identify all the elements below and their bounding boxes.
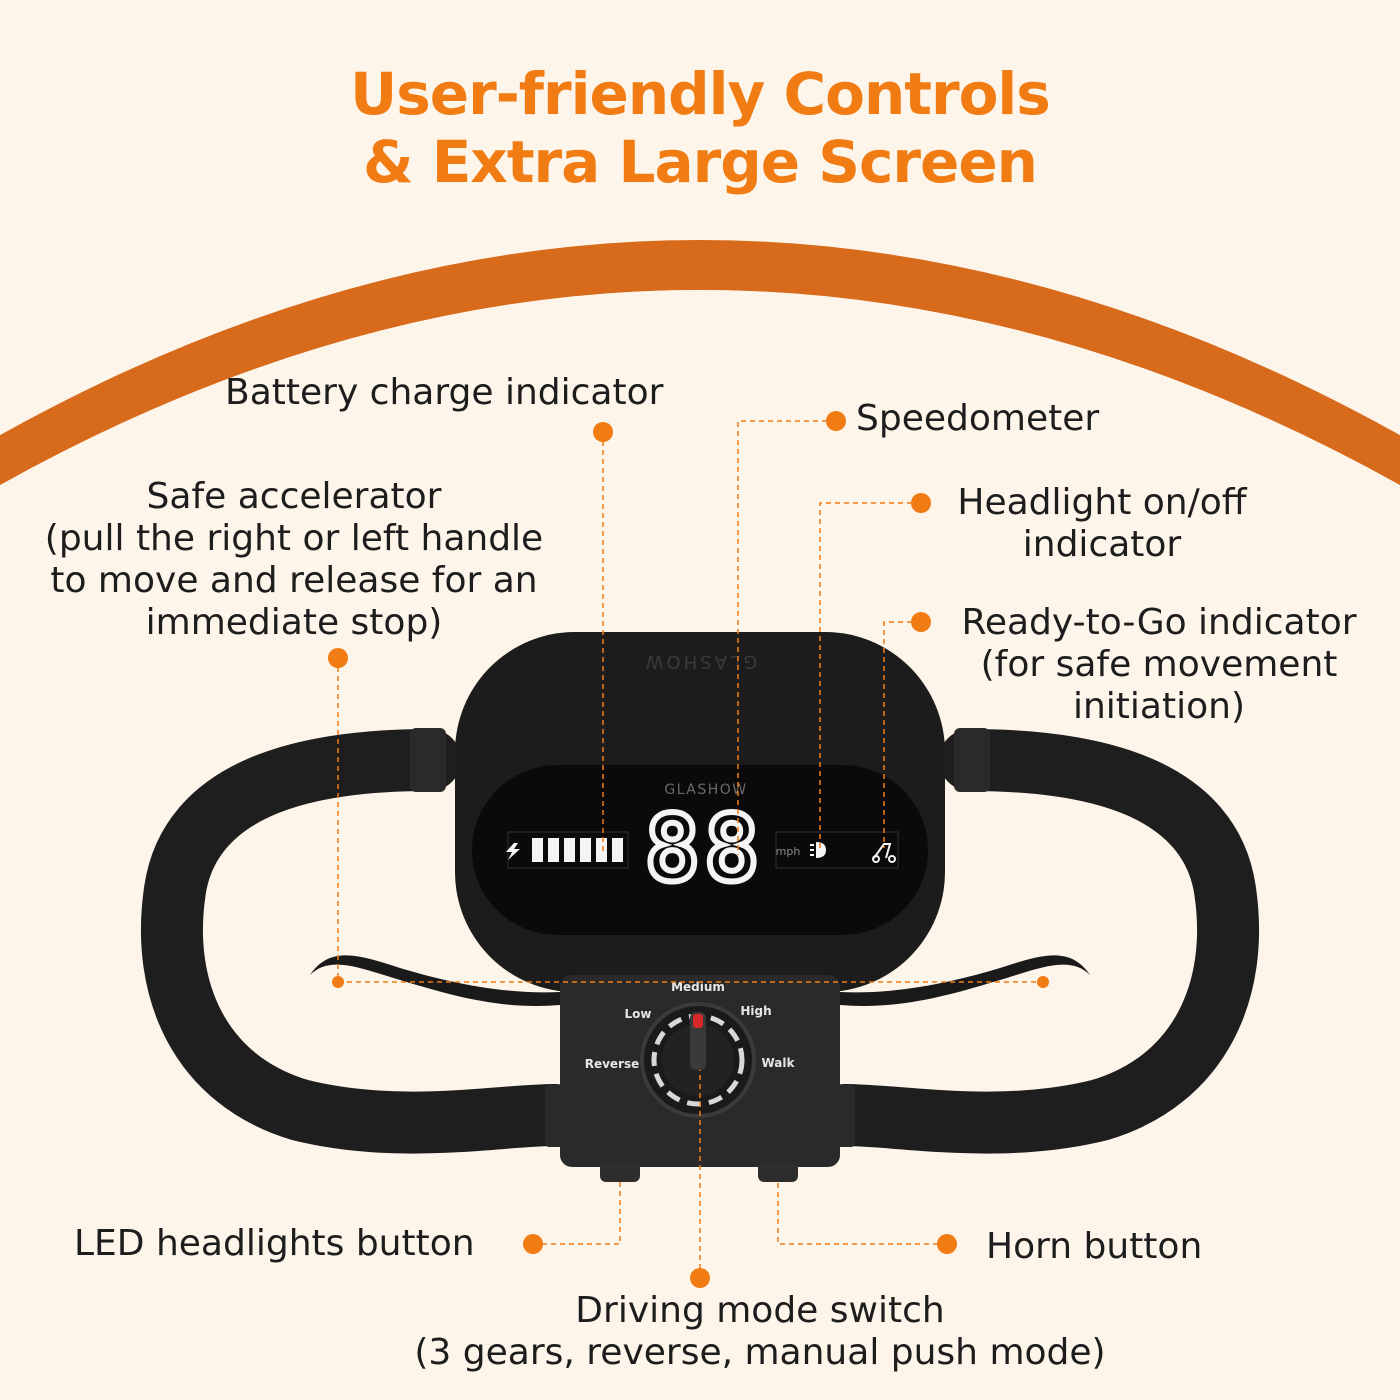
speed-unit: mph bbox=[776, 845, 801, 858]
battery-bar bbox=[596, 838, 607, 862]
callout-led-button-label: LED headlights button bbox=[74, 1223, 475, 1264]
brand-logo-screen: GLASHOW bbox=[664, 782, 747, 798]
battery-bar bbox=[548, 838, 559, 862]
callout-accelerator-line4: immediate stop) bbox=[145, 602, 443, 643]
headline-line-2: & Extra Large Screen bbox=[363, 128, 1038, 196]
callout-dots bbox=[328, 411, 1049, 1288]
dial-label-reverse: Reverse bbox=[585, 1057, 640, 1071]
battery-charge-indicator bbox=[506, 831, 629, 869]
driving-mode-dial[interactable] bbox=[640, 1002, 756, 1118]
callout-accelerator-line1: Safe accelerator bbox=[146, 476, 442, 517]
callout-speedometer-label: Speedometer bbox=[856, 398, 1100, 439]
headlight-indicator-icon bbox=[810, 842, 826, 858]
callout-headlight-line1: Headlight on/off bbox=[957, 482, 1247, 523]
speedometer-digits: 88 bbox=[645, 795, 764, 902]
callout-accelerator-label: Safe accelerator (pull the right or left… bbox=[18, 476, 570, 644]
charge-bolt-icon bbox=[506, 843, 520, 860]
brand-logo-top: GLASHOW bbox=[643, 651, 758, 672]
callout-ready-to-go-label: Ready-to-Go indicator (for safe movement… bbox=[938, 602, 1380, 728]
right-grip-collar bbox=[954, 728, 990, 792]
dial-label-walk: Walk bbox=[762, 1056, 796, 1070]
horn-button[interactable] bbox=[758, 1162, 798, 1182]
led-headlights-button[interactable] bbox=[600, 1162, 640, 1182]
callout-ready-line3: initiation) bbox=[1072, 686, 1245, 727]
callout-ready-line2: (for safe movement bbox=[980, 644, 1338, 685]
battery-bar bbox=[580, 838, 591, 862]
dial-label-high: High bbox=[740, 1004, 771, 1018]
decorative-arc bbox=[0, 240, 1400, 486]
dial-label-medium: Medium bbox=[671, 980, 725, 994]
callout-accelerator-line3: to move and release for an bbox=[50, 560, 538, 601]
left-grip-collar bbox=[410, 728, 446, 792]
dial-label-low: Low bbox=[625, 1007, 652, 1021]
callout-mode-line1: Driving mode switch bbox=[575, 1290, 945, 1331]
battery-bar bbox=[564, 838, 575, 862]
callout-mode-line2: (3 gears, reverse, manual push mode) bbox=[414, 1332, 1106, 1373]
callout-headlight-line2: indicator bbox=[1022, 524, 1182, 565]
battery-bar bbox=[532, 838, 543, 862]
lcd-screen bbox=[472, 765, 928, 935]
callout-horn-button-label: Horn button bbox=[986, 1226, 1203, 1267]
callout-ready-line1: Ready-to-Go indicator bbox=[961, 602, 1357, 643]
handlebar[interactable] bbox=[141, 729, 1259, 1154]
callout-driving-mode-label: Driving mode switch (3 gears, reverse, m… bbox=[380, 1290, 1140, 1374]
accelerator-levers[interactable] bbox=[310, 955, 1090, 1006]
dial-pointer-icon bbox=[693, 1014, 703, 1028]
ready-to-go-icon bbox=[872, 843, 896, 863]
callout-battery-label: Battery charge indicator bbox=[225, 372, 664, 413]
headline-line-1: User-friendly Controls bbox=[350, 60, 1051, 128]
callout-accelerator-line2: (pull the right or left handle bbox=[44, 518, 544, 559]
battery-bar bbox=[612, 838, 623, 862]
callout-headlight-indicator-label: Headlight on/off indicator bbox=[940, 482, 1264, 566]
